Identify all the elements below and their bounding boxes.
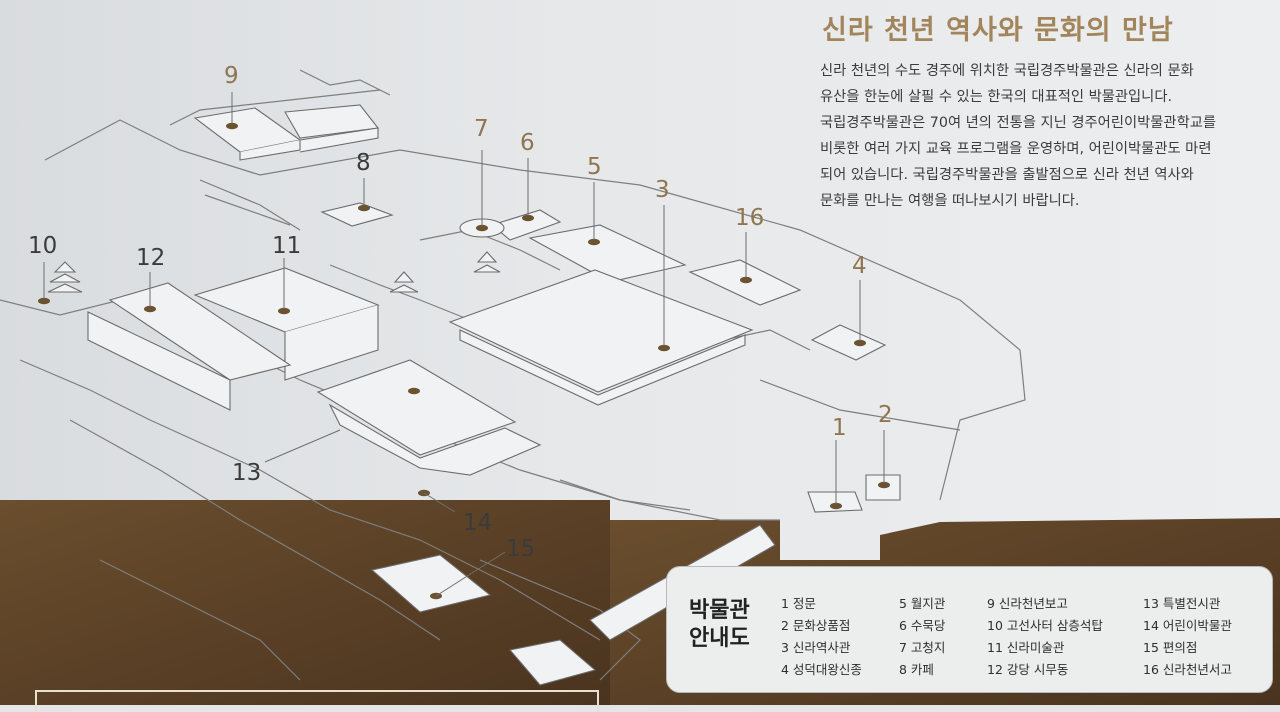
- marker-2: 2: [878, 402, 893, 428]
- intro-line: 국립경주박물관은 70여 년의 전통을 지닌 경주어린이박물관학교를: [820, 115, 1217, 131]
- legend-item: 7 고청지: [899, 640, 946, 655]
- marker-14: 14: [463, 510, 493, 536]
- marker-11: 11: [272, 233, 302, 259]
- legend-item: 13 특별전시관: [1143, 596, 1221, 611]
- marker-7: 7: [474, 116, 489, 142]
- marker-1: 1: [832, 415, 847, 441]
- legend-item: 10 고선사터 삼층석탑: [987, 618, 1103, 633]
- legend-item: 5 월지관: [899, 596, 946, 611]
- sign-title: 신라 천년 역사와 문화의 만남: [822, 15, 1174, 46]
- legend-item: 3 신라역사관: [781, 640, 851, 655]
- marker-8: 8: [356, 150, 371, 176]
- marker-6: 6: [520, 130, 535, 156]
- legend-title-line: 안내도: [689, 626, 750, 651]
- marker-15: 15: [506, 536, 536, 562]
- marker-12: 12: [136, 245, 166, 271]
- legend-item: 6 수묵당: [899, 618, 946, 633]
- map-legend: 박물관 안내도 1 정문 2 문화상품점 3 신라역사관 4 성덕대왕신종 5 …: [666, 566, 1273, 693]
- marker-9: 9: [224, 63, 239, 89]
- marker-4: 4: [852, 253, 867, 279]
- intro-line: 신라 천년의 수도 경주에 위치한 국립경주박물관은 신라의 문화: [820, 63, 1194, 79]
- legend-item: 8 카페: [899, 662, 934, 677]
- legend-item: 12 강당 시무동: [987, 662, 1069, 677]
- legend-item: 9 신라천년보고: [987, 596, 1068, 611]
- legend-item: 15 편의점: [1143, 640, 1198, 655]
- marker-13: 13: [232, 460, 262, 486]
- legend-item: 11 신라미술관: [987, 640, 1065, 655]
- bottom-frame-edge: [35, 690, 599, 712]
- intro-line: 문화를 만나는 여행을 떠나보시기 바랍니다.: [820, 193, 1080, 209]
- marker-5: 5: [587, 154, 602, 180]
- marker-16: 16: [735, 205, 765, 231]
- legend-item: 14 어린이박물관: [1143, 618, 1232, 633]
- intro-text: 신라 천년의 수도 경주에 위치한 국립경주박물관은 신라의 문화 유산을 한눈…: [820, 58, 1260, 214]
- intro-line: 유산을 한눈에 살필 수 있는 한국의 대표적인 박물관입니다.: [820, 89, 1173, 105]
- legend-item: 4 성덕대왕신종: [781, 662, 862, 677]
- legend-item: 1 정문: [781, 596, 816, 611]
- legend-item: 16 신라천년서고: [1143, 662, 1232, 677]
- legend-title-line: 박물관: [689, 598, 750, 623]
- legend-item: 2 문화상품점: [781, 618, 851, 633]
- legend-title: 박물관 안내도: [689, 597, 750, 653]
- intro-line: 비롯한 여러 가지 교육 프로그램을 운영하며, 어린이박물관도 마련: [820, 141, 1212, 157]
- marker-10: 10: [28, 233, 58, 259]
- marker-3: 3: [655, 177, 670, 203]
- intro-line: 되어 있습니다. 국립경주박물관을 출발점으로 신라 천년 역사와: [820, 167, 1194, 183]
